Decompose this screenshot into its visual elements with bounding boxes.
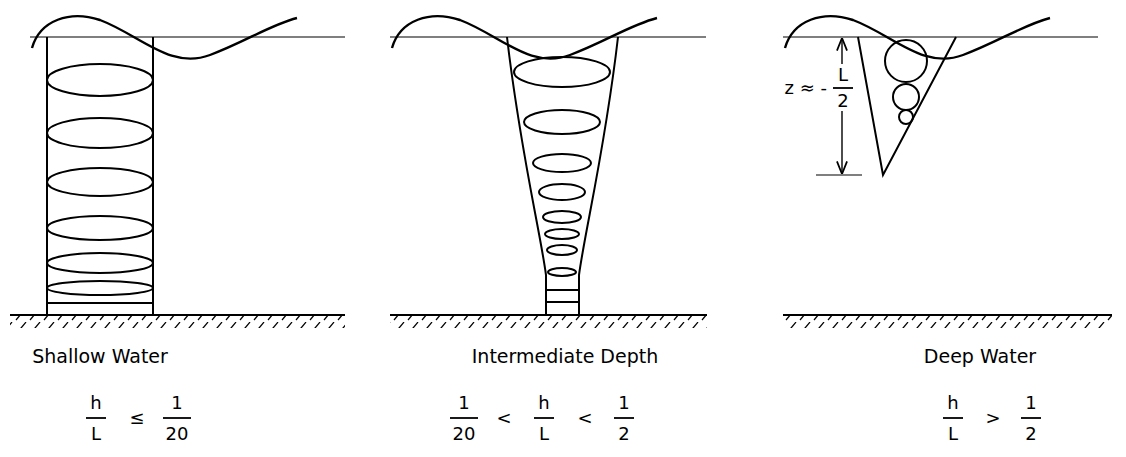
fraction-denominator: L bbox=[948, 425, 958, 443]
fraction-numerator: h bbox=[90, 394, 101, 412]
fraction-numerator: 1 bbox=[458, 394, 469, 412]
region-title: Intermediate Depth bbox=[472, 347, 659, 366]
fraction-numerator: 1 bbox=[171, 394, 182, 412]
fraction-denominator: L bbox=[539, 425, 549, 443]
relation-sign: ≤ bbox=[129, 409, 144, 427]
fraction-numerator: h bbox=[538, 394, 549, 412]
fraction-denominator: 2 bbox=[1025, 425, 1036, 443]
fraction-denominator: 20 bbox=[453, 425, 476, 443]
relation-sign: < bbox=[577, 409, 592, 427]
fraction-numerator: 1 bbox=[618, 394, 629, 412]
fraction-numerator: h bbox=[947, 394, 958, 412]
region-title: Shallow Water bbox=[32, 347, 168, 366]
fraction-numerator: L bbox=[836, 65, 850, 85]
relation-sign: > bbox=[985, 409, 1000, 427]
fraction-denominator: L bbox=[91, 425, 101, 443]
region-title: Deep Water bbox=[924, 347, 1036, 366]
fraction-denominator: 20 bbox=[166, 425, 189, 443]
dimension-label: z ≈ - bbox=[783, 78, 829, 98]
relation-sign: < bbox=[496, 409, 511, 427]
fraction-numerator: 1 bbox=[1025, 394, 1036, 412]
fraction-denominator: 2 bbox=[835, 91, 850, 111]
fraction-denominator: 2 bbox=[618, 425, 629, 443]
